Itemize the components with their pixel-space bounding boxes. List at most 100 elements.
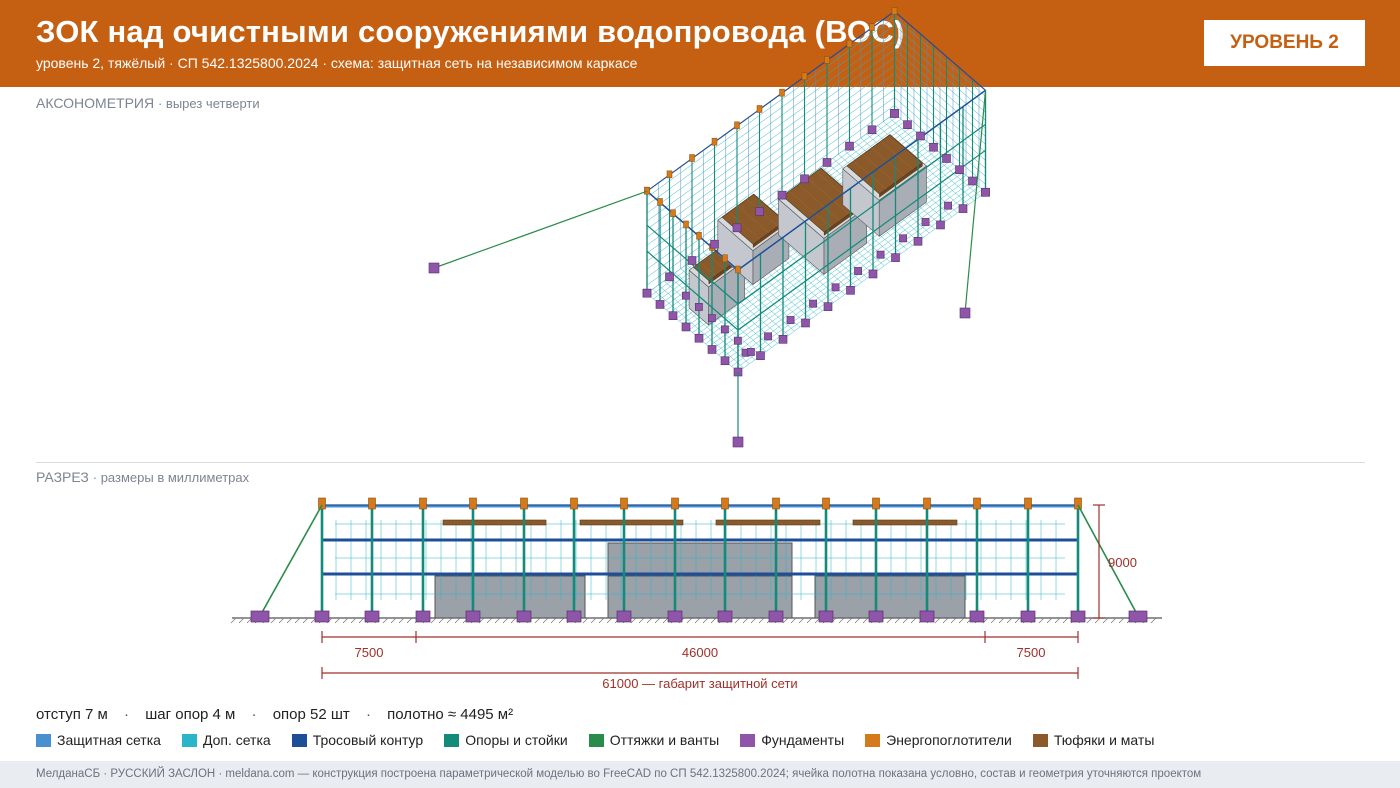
foundation xyxy=(681,322,691,332)
foundation xyxy=(921,218,930,226)
stat-area: полотно ≈ 4495 м² xyxy=(387,706,514,723)
ground-hatch xyxy=(910,617,917,624)
ground-hatch xyxy=(1094,617,1101,624)
ground-hatch xyxy=(270,617,277,624)
ground-hatch xyxy=(654,617,661,624)
ground-hatch xyxy=(342,617,349,624)
ground-hatch xyxy=(1150,617,1157,624)
section-label: РАЗРЕЗ · размеры в миллиметрах xyxy=(36,469,249,485)
legend-label: Энергопоглотители xyxy=(886,732,1012,748)
absorber xyxy=(657,198,663,206)
stat-count: опор 52 шт xyxy=(272,706,350,723)
foundation xyxy=(944,201,952,210)
ground-hatch xyxy=(750,617,757,624)
foundation xyxy=(916,131,925,141)
foundation xyxy=(942,154,951,163)
absorber xyxy=(722,254,728,262)
building-section xyxy=(814,575,966,619)
section-foundation xyxy=(314,610,330,623)
foundation xyxy=(777,190,787,200)
ground-hatch xyxy=(542,617,549,624)
section-absorber xyxy=(721,497,729,510)
section-foundation xyxy=(969,610,985,623)
absorber xyxy=(779,88,785,97)
mat-seam xyxy=(880,141,914,170)
ground-hatch xyxy=(238,617,245,624)
ground-hatch xyxy=(710,617,717,624)
ground-hatch xyxy=(494,617,501,624)
section-foundation xyxy=(616,610,632,623)
ground-hatch xyxy=(734,617,741,624)
dim-right-label: 7500 xyxy=(1017,645,1046,660)
section-absorber xyxy=(368,497,376,510)
absorber xyxy=(756,105,763,113)
foundation xyxy=(955,165,964,175)
guy-wire xyxy=(964,90,987,314)
section-absorber xyxy=(570,497,578,510)
foundation xyxy=(755,207,764,216)
frame-beam xyxy=(646,250,739,331)
mat-seam xyxy=(728,212,761,240)
foundation xyxy=(854,267,862,275)
dim-total-label: 61000 — габарит защитной сети xyxy=(602,676,797,691)
ground-hatch xyxy=(406,617,413,624)
legend-swatch xyxy=(1032,733,1048,747)
stat-separator: · xyxy=(124,706,130,723)
section-guy xyxy=(259,504,323,617)
guy-wire xyxy=(433,190,648,269)
legend-item: Тюфяки и маты xyxy=(1032,732,1154,748)
legend-item: Тросовый контур xyxy=(291,732,423,748)
ground-mesh-line xyxy=(650,116,898,297)
ground-hatch xyxy=(694,617,701,624)
absorber xyxy=(869,23,875,32)
building-section xyxy=(607,542,793,619)
ground-mesh-line xyxy=(718,175,967,356)
section-foundation xyxy=(768,610,784,623)
ground-hatch xyxy=(598,617,605,624)
building-section xyxy=(434,575,586,619)
foundation xyxy=(681,291,690,300)
ground-hatch xyxy=(358,617,365,624)
ground-hatch xyxy=(390,617,397,624)
foundation xyxy=(665,272,674,282)
section-mat xyxy=(852,519,958,526)
guy-anchor xyxy=(959,307,971,319)
absorber xyxy=(734,121,740,130)
foundation xyxy=(732,223,742,233)
foundation xyxy=(720,325,729,334)
ground-hatch xyxy=(1006,617,1013,624)
foundation xyxy=(876,250,885,259)
ground-hatch xyxy=(942,617,949,624)
foundation xyxy=(694,333,704,343)
ground-hatch xyxy=(398,617,405,624)
legend-swatch xyxy=(181,733,197,747)
ground-hatch xyxy=(350,617,357,624)
absorber xyxy=(891,7,898,15)
mat-seam xyxy=(699,262,716,276)
ground-hatch xyxy=(742,617,749,624)
ground-hatch xyxy=(862,617,869,624)
section-mat xyxy=(579,519,684,526)
guy-anchor xyxy=(1128,610,1148,623)
section-title: РАЗРЕЗ xyxy=(36,469,89,485)
legend-label: Защитная сетка xyxy=(57,732,161,748)
legend-item: Оттяжки и ванты xyxy=(588,732,719,748)
foundation xyxy=(936,220,945,230)
stat-separator: · xyxy=(365,706,371,723)
dim-center-label: 46000 xyxy=(682,645,718,660)
foundation xyxy=(831,283,840,292)
foundation xyxy=(899,234,907,243)
ground-hatch xyxy=(606,617,613,624)
ground-hatch xyxy=(502,617,509,624)
section-foundation xyxy=(465,610,481,623)
legend-swatch xyxy=(444,733,460,747)
section-foundation xyxy=(1070,610,1086,623)
legend-swatch xyxy=(291,733,307,747)
ground-hatch xyxy=(334,617,341,624)
ground-hatch xyxy=(854,617,861,624)
height-label: 9000 xyxy=(1108,555,1137,570)
foundation xyxy=(710,239,719,249)
absorber xyxy=(846,39,853,48)
stat-pitch: шаг опор 4 м xyxy=(145,706,236,723)
